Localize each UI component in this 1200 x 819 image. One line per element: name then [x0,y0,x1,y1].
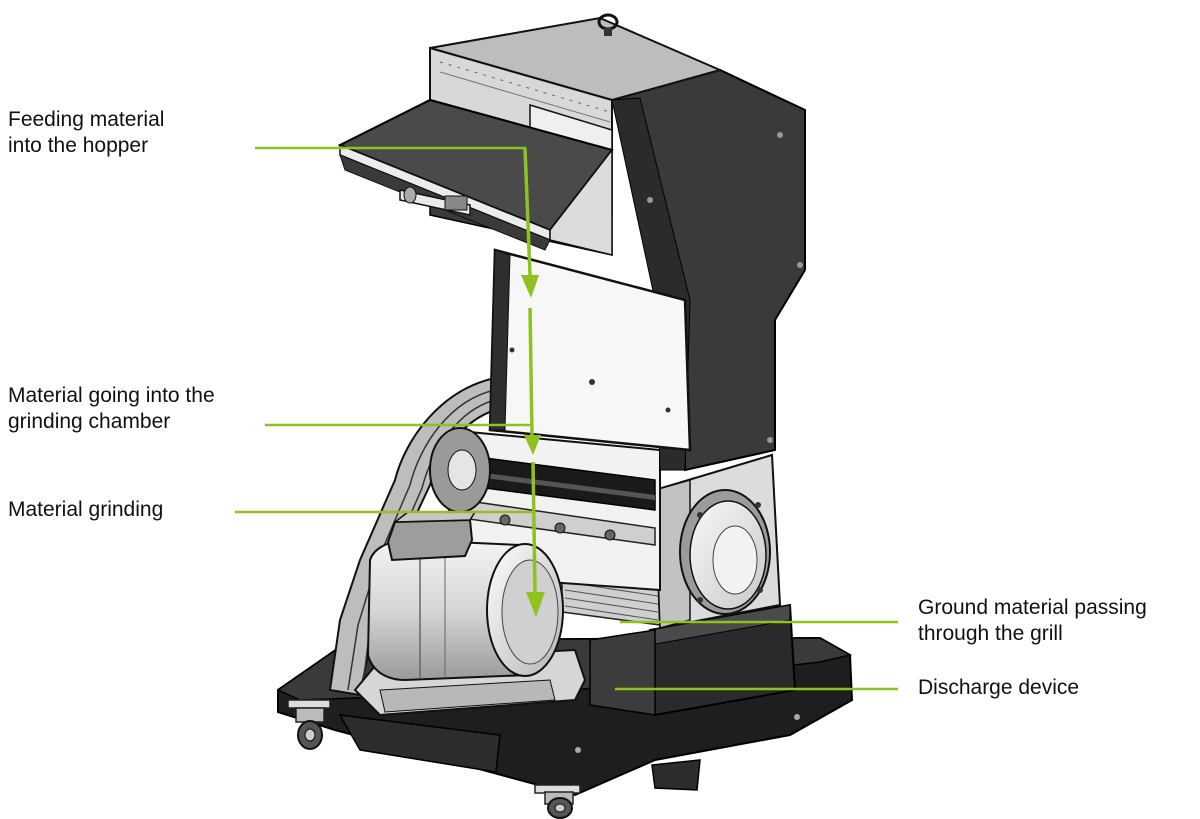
electric-motor [353,511,587,717]
label-feeding-hopper-line1: Feeding material [8,108,165,131]
label-grinding-chamber-line1: Material going into the [8,384,215,407]
cutting-chamber-side [653,453,782,630]
label-material-grinding-line1: Material grinding [8,498,164,521]
label-feeding-hopper-line2: into the hopper [8,134,149,157]
label-grill-line2: through the grill [918,622,1063,645]
callout-leader-lines [235,146,898,691]
label-discharge-device-line1: Discharge device [918,676,1080,699]
hopper-front-panel [488,248,692,452]
label-grinding-chamber-line2: grinding chamber [8,410,171,433]
hopper-flap [337,98,614,256]
discharge-box [589,603,797,717]
label-material-grinding: Material grinding [8,497,163,523]
label-discharge-device: Discharge device [918,675,1079,701]
label-feeding-hopper: Feeding material into the hopper [8,107,164,159]
material-flow-arrows [521,147,545,617]
label-grill: Ground material passing through the gril… [918,595,1147,647]
caster-left [287,699,331,750]
caster-front [534,784,581,819]
caster-wheels [287,654,651,819]
label-grinding-chamber: Material going into the grinding chamber [8,383,215,435]
label-grill-line1: Ground material passing [918,596,1147,619]
